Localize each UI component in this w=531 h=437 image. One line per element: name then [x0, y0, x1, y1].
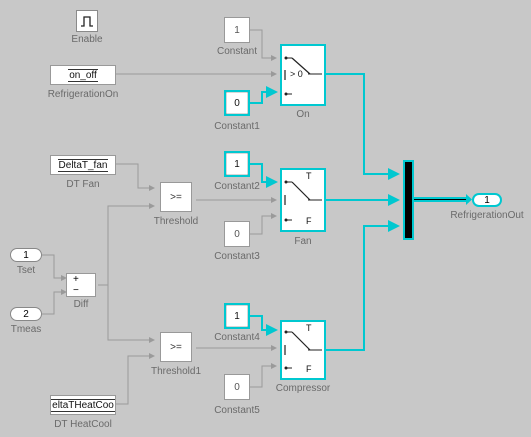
- active-signal-lines: [250, 73, 400, 351]
- diff-sum-block[interactable]: + −: [66, 273, 96, 297]
- threshold-label: Threshold: [153, 216, 199, 227]
- enable-block[interactable]: [76, 10, 98, 32]
- from-block-deltat-heatcool[interactable]: eltaTHeatCoo: [50, 395, 116, 415]
- constant4-label: Constant4: [214, 332, 260, 343]
- pulse-icon: [81, 16, 93, 27]
- from-block-deltat-fan[interactable]: DeltaT_fan: [50, 155, 116, 175]
- constant1-label: Constant1: [214, 121, 260, 132]
- switch-on-label: On: [296, 109, 310, 120]
- from-label-refrigeration-on: RefrigerationOn: [47, 89, 119, 100]
- threshold1-relational-block[interactable]: >=: [160, 332, 192, 362]
- constant1-block[interactable]: 0: [224, 90, 250, 116]
- inport-label-tmeas: Tmeas: [10, 324, 42, 335]
- inactive-signal-lines: [42, 29, 277, 405]
- switch-icon: [284, 180, 322, 222]
- constant2-label: Constant2: [214, 181, 260, 192]
- constant2-block[interactable]: 1: [224, 151, 250, 177]
- from-label-dt-heatcool: DT HeatCool: [54, 419, 112, 430]
- switch-compressor-label: Compressor: [275, 383, 331, 394]
- switch-on-block[interactable]: > 0: [280, 44, 326, 106]
- bus-creator-mux[interactable]: [403, 160, 414, 240]
- outport-label: RefrigerationOut: [450, 210, 524, 221]
- inport-label-tset: Tset: [16, 265, 36, 276]
- switch-icon: [284, 56, 322, 96]
- inport-tmeas[interactable]: 2: [10, 307, 42, 321]
- threshold-relational-block[interactable]: >=: [160, 182, 192, 212]
- enable-label: Enable: [71, 34, 103, 45]
- switch-fan-block[interactable]: T F: [280, 168, 326, 232]
- from-label-dt-fan: DT Fan: [66, 179, 100, 190]
- switch-fan-label: Fan: [294, 236, 312, 247]
- constant3-label: Constant3: [214, 251, 260, 262]
- constant5-label: Constant5: [214, 405, 260, 416]
- outport-refrigeration-out[interactable]: 1: [472, 193, 502, 207]
- diff-label: Diff: [73, 299, 89, 310]
- constant3-block[interactable]: 0: [224, 221, 250, 247]
- constant-label: Constant: [216, 46, 258, 57]
- switch-compressor-block[interactable]: T F: [280, 320, 326, 380]
- threshold1-label: Threshold1: [150, 366, 202, 377]
- bus-output-line: [412, 194, 472, 205]
- inport-tset[interactable]: 1: [10, 248, 42, 262]
- switch-icon: [284, 330, 322, 370]
- from-block-on-off[interactable]: on_off: [50, 65, 116, 85]
- constant-block[interactable]: 1: [224, 17, 250, 43]
- constant5-block[interactable]: 0: [224, 374, 250, 400]
- constant4-block[interactable]: 1: [224, 303, 250, 329]
